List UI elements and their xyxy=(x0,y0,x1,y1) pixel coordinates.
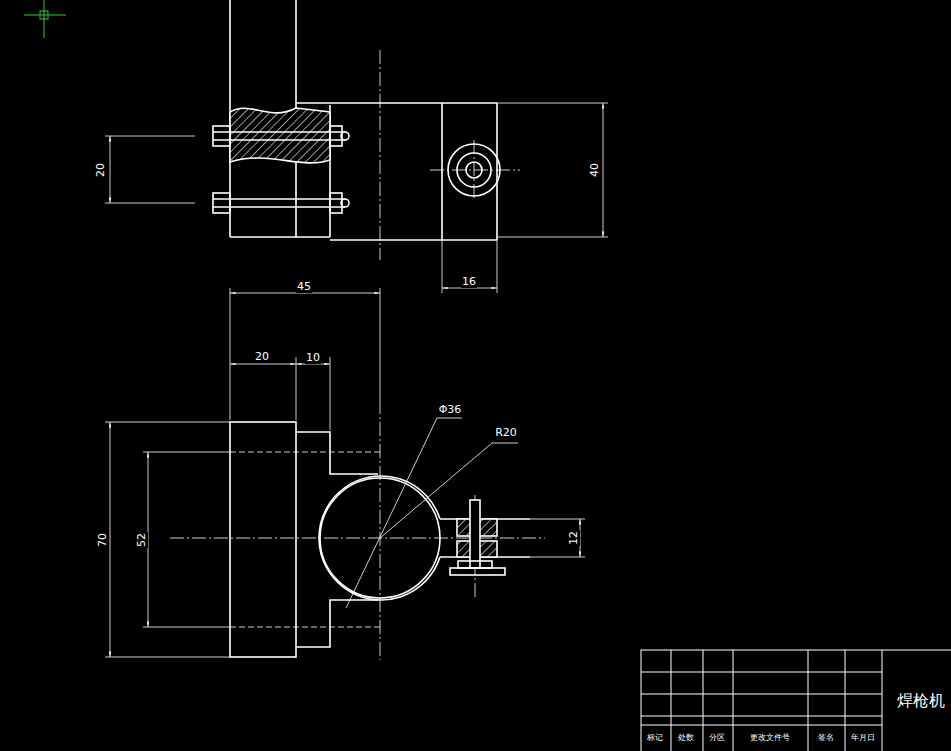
dimension-value: 20 xyxy=(95,162,107,178)
dimension-value: 45 xyxy=(296,281,312,293)
front-view xyxy=(230,422,530,657)
dimension-value: R20 xyxy=(494,427,518,439)
title-text: 焊枪机 xyxy=(896,692,946,710)
table-cell: 年月日 xyxy=(850,734,876,743)
top-view xyxy=(213,0,500,240)
title-block xyxy=(641,650,951,751)
dimension-value: 70 xyxy=(97,532,109,548)
center-lines xyxy=(170,50,545,660)
dimension-value: 16 xyxy=(461,276,477,288)
dimension-value: 52 xyxy=(136,532,148,548)
dimension-value: 12 xyxy=(568,530,580,546)
table-cell: 处数 xyxy=(677,734,695,743)
table-cell: 更改文件号 xyxy=(749,734,791,743)
dimension-value: 40 xyxy=(589,162,601,178)
dimension-value: 20 xyxy=(254,351,270,363)
dimension-value: 10 xyxy=(305,352,321,364)
table-cell: 分区 xyxy=(708,734,726,743)
table-cell: 签名 xyxy=(817,734,835,743)
dimension-value: Φ36 xyxy=(438,404,463,416)
hidden-lines xyxy=(230,452,380,627)
dimension-lines xyxy=(105,103,608,657)
table-cell: 标记 xyxy=(646,734,664,743)
cursor xyxy=(24,0,66,38)
